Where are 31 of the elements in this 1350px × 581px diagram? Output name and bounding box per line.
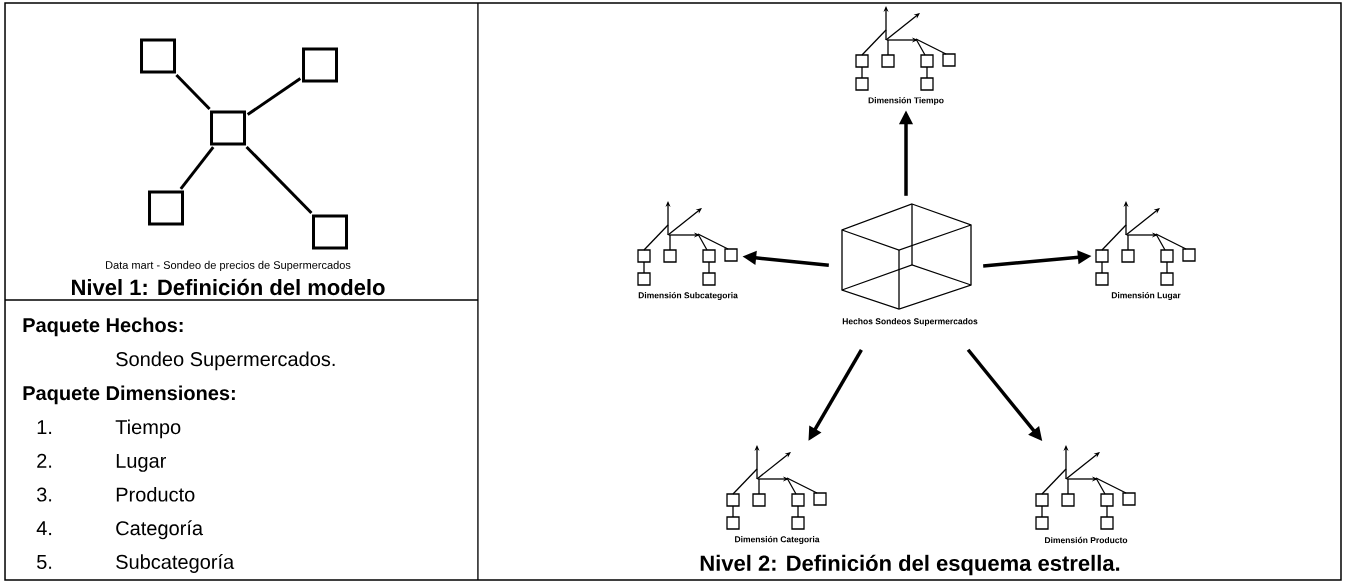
list-text: Producto <box>116 486 195 502</box>
square <box>312 214 348 250</box>
dimension-label: Dimensión Categoria <box>735 535 820 544</box>
connector-line <box>179 146 215 190</box>
dimension-label: Dimensión Tiempo <box>868 97 944 105</box>
heading: Nivel 2: Definición del esquema estrella. <box>700 554 1120 576</box>
list-text: Categoría <box>116 520 204 540</box>
heading: Paquete Dimensiones: <box>23 385 235 405</box>
caption: Data mart - Sondeo de precios de Supermercados <box>106 260 351 272</box>
list-number: 4. <box>36 521 52 536</box>
list-text: Subcategoría <box>116 554 235 573</box>
heading: Paquete Hechos: <box>23 317 183 337</box>
dimension-label: Dimensión Subcategoria <box>638 291 738 300</box>
square <box>210 110 246 146</box>
list-number: 1. <box>37 420 52 434</box>
connector-line <box>245 145 313 215</box>
connector-line <box>175 73 211 111</box>
dimension-label: Dimensión Producto <box>1045 536 1128 544</box>
dimension-label: Dimensión Lugar <box>1111 291 1181 300</box>
list-number: 2. <box>37 453 52 468</box>
list-text: Tiempo <box>115 419 181 439</box>
connector-line <box>246 77 302 116</box>
list-number: 5. <box>37 555 52 569</box>
square <box>140 38 176 74</box>
cube-label: Hechos Sondeos Supermercados <box>842 318 978 326</box>
list-text: Sondeo Supermercados. <box>116 351 335 371</box>
list-number: 3. <box>37 487 52 502</box>
list-text: Lugar <box>116 453 166 472</box>
square <box>302 47 338 83</box>
heading: Nivel 1: Definición del modelo <box>72 278 385 296</box>
square <box>148 190 184 226</box>
